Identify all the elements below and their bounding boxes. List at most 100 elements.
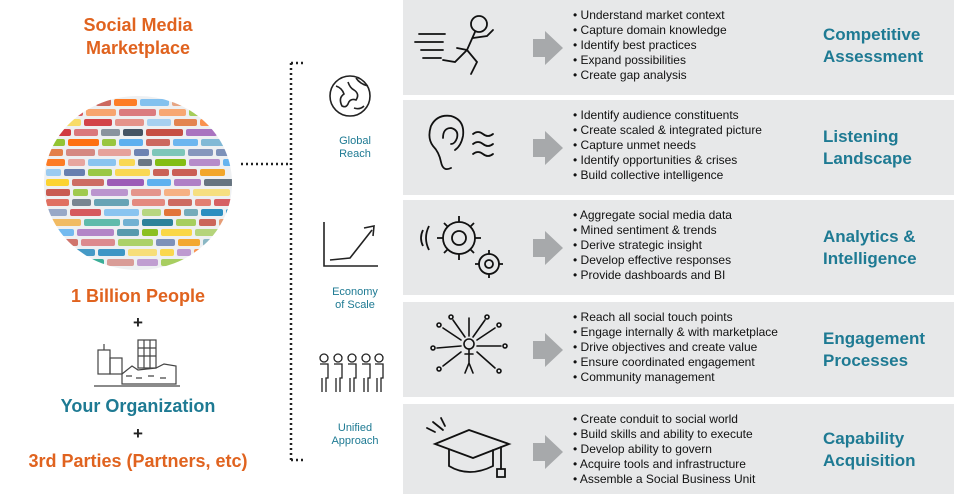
row-title-line1: Capability bbox=[823, 429, 905, 448]
brand-logo-tile bbox=[220, 129, 232, 136]
bullet-list: Identify audience constituents Create sc… bbox=[573, 108, 762, 183]
brand-logo-tile bbox=[184, 209, 198, 216]
brand-logo-tile bbox=[94, 199, 129, 206]
row-title-line2: Processes bbox=[823, 351, 909, 370]
brand-logo-tile bbox=[46, 139, 65, 146]
row-title: Capability Acquisition bbox=[823, 428, 951, 472]
plus-sign-2: + bbox=[133, 424, 143, 443]
bullet-item: Provide dashboards and BI bbox=[573, 268, 732, 283]
brand-logo-tile bbox=[161, 229, 192, 236]
brand-logo-tile bbox=[142, 229, 158, 236]
brand-logo-tile bbox=[189, 109, 221, 116]
brand-logo-tile bbox=[81, 239, 115, 246]
social-media-logo-collage bbox=[44, 96, 232, 270]
brand-logo-tile bbox=[86, 109, 116, 116]
marketplace-title-line2: Marketplace bbox=[85, 38, 191, 58]
brand-logo-tile bbox=[73, 189, 88, 196]
brand-logo-tile bbox=[164, 189, 190, 196]
brand-logo-tile bbox=[46, 229, 74, 236]
brand-logo-tile bbox=[203, 239, 231, 246]
brand-logo-tile bbox=[193, 259, 229, 266]
brand-logo-tile bbox=[137, 259, 158, 266]
plus-sign-1: + bbox=[133, 313, 143, 332]
brand-logo-tile bbox=[147, 179, 171, 186]
brand-logo-tile bbox=[88, 169, 112, 176]
brand-logo-tile bbox=[84, 219, 120, 226]
bullet-list: Understand market context Capture domain… bbox=[573, 8, 727, 83]
bullet-item: Capture unmet needs bbox=[573, 138, 762, 153]
brand-logo-tile bbox=[65, 109, 83, 116]
driver-global-reach: Global Reach bbox=[320, 135, 390, 161]
brand-logo-tile bbox=[156, 239, 175, 246]
brand-logo-tile bbox=[119, 159, 135, 166]
brand-logo-tile bbox=[64, 169, 85, 176]
brand-logo-tile bbox=[146, 129, 183, 136]
row-title-line2: Acquisition bbox=[823, 451, 916, 470]
bullet-item: Build collective intelligence bbox=[573, 168, 762, 183]
brand-logo-tile bbox=[118, 239, 153, 246]
brand-logo-tile bbox=[199, 219, 216, 226]
driver-line2: of Scale bbox=[335, 299, 375, 311]
organization-label: Your Organization bbox=[60, 396, 216, 416]
row-title-line1: Engagement bbox=[823, 329, 926, 348]
row-title: Listening Landscape bbox=[823, 126, 951, 170]
brand-logo-tile bbox=[46, 209, 67, 216]
brand-logo-tile bbox=[107, 259, 134, 266]
bullet-item: Derive strategic insight bbox=[573, 238, 732, 253]
brand-logo-tile bbox=[140, 99, 169, 106]
row-competitive-assessment: Understand market context Capture domain… bbox=[403, 0, 954, 95]
organization-building-icon bbox=[94, 339, 180, 387]
arrow-right-icon bbox=[533, 231, 563, 265]
brand-logo-tile bbox=[68, 159, 85, 166]
brand-logo-tile bbox=[204, 179, 232, 186]
bullet-item: Develop effective responses bbox=[573, 253, 732, 268]
brand-logo-tile bbox=[186, 129, 217, 136]
row-title-line1: Competitive bbox=[823, 25, 921, 44]
brand-logo-tile bbox=[46, 199, 69, 206]
arrow-right-icon bbox=[533, 435, 563, 469]
bullet-item: Capture domain knowledge bbox=[573, 23, 727, 38]
bullet-item: Build skills and ability to execute bbox=[573, 427, 755, 442]
third-parties-label: 3rd Parties (Partners, etc) bbox=[28, 451, 248, 471]
brand-logo-tile bbox=[213, 249, 232, 256]
brand-logo-tile bbox=[188, 149, 213, 156]
row-listening-landscape: Identify audience constituents Create sc… bbox=[403, 100, 954, 195]
driver-line1: Unified bbox=[337, 422, 373, 434]
brand-logo-tile bbox=[104, 209, 139, 216]
row-title: Competitive Assessment bbox=[823, 24, 951, 68]
brand-logo-tile bbox=[194, 99, 221, 106]
bullet-item: Community management bbox=[573, 370, 778, 385]
brand-logo-tile bbox=[226, 209, 232, 216]
brand-logo-tile bbox=[67, 259, 104, 266]
row-title-line2: Intelligence bbox=[823, 249, 917, 268]
brand-logo-tile bbox=[152, 149, 185, 156]
row-title: Analytics & Intelligence bbox=[823, 226, 951, 270]
brand-logo-tile bbox=[46, 159, 65, 166]
bullet-list: Create conduit to social world Build ski… bbox=[573, 412, 755, 487]
brand-logo-tile bbox=[123, 129, 143, 136]
brand-logo-tile bbox=[46, 149, 63, 156]
brand-logo-tile bbox=[46, 219, 81, 226]
bullet-list: Aggregate social media data Mined sentim… bbox=[573, 208, 732, 283]
brand-logo-tile bbox=[131, 189, 161, 196]
brand-logo-tile bbox=[142, 219, 173, 226]
brand-logo-tile bbox=[132, 199, 165, 206]
brand-logo-tile bbox=[176, 219, 196, 226]
bullet-list: Reach all social touch points Engage int… bbox=[573, 310, 778, 385]
brand-logo-tile bbox=[46, 239, 78, 246]
brand-logo-tile bbox=[119, 139, 143, 146]
people-group-icon bbox=[319, 353, 384, 392]
brand-logo-tile bbox=[70, 209, 101, 216]
brand-logo-tile bbox=[46, 179, 69, 186]
bullet-item: Create conduit to social world bbox=[573, 412, 755, 427]
driver-line1: Economy bbox=[332, 286, 378, 298]
brand-logo-tile bbox=[96, 99, 111, 106]
brand-logo-tile bbox=[98, 149, 131, 156]
brand-logo-tile bbox=[128, 249, 157, 256]
brand-logo-tile bbox=[117, 229, 139, 236]
driver-unified-approach: Unified Approach bbox=[320, 422, 390, 448]
row-title-line1: Analytics & bbox=[823, 227, 916, 246]
bullet-item: Create gap analysis bbox=[573, 68, 727, 83]
marketplace-title-line1: Social Media bbox=[83, 15, 193, 35]
bullet-item: Assemble a Social Business Unit bbox=[573, 472, 755, 487]
